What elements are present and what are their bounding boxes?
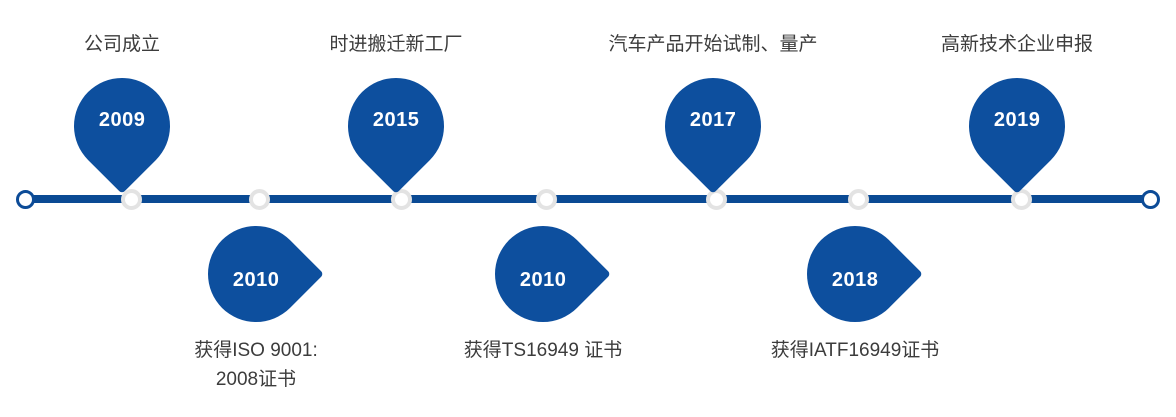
timeline-node[interactable]	[536, 189, 557, 210]
milestone-year: 2010	[519, 269, 567, 291]
milestone-year: 2010	[232, 269, 280, 291]
milestone-year: 2015	[372, 109, 420, 131]
milestone-year: 2019	[993, 109, 1041, 131]
milestone-label: 高新技术企业申报	[940, 34, 1094, 55]
milestone-year: 2009	[98, 109, 146, 131]
milestone-label: 获得IATF16949证书	[770, 340, 940, 361]
milestone-label: 汽车产品开始试制、量产	[608, 34, 818, 55]
milestone-pin[interactable]: 2019	[949, 58, 1085, 194]
milestone-year: 2017	[689, 109, 737, 131]
milestone-pin[interactable]: 2017	[645, 58, 781, 194]
timeline-node[interactable]	[249, 189, 270, 210]
timeline-node[interactable]	[391, 189, 412, 210]
milestone-pin[interactable]: 2010	[188, 206, 324, 342]
timeline-node[interactable]	[121, 189, 142, 210]
timeline-axis-line	[25, 195, 1151, 203]
milestone-pin[interactable]: 2010	[475, 206, 611, 342]
milestone-year: 2018	[831, 269, 879, 291]
timeline-node[interactable]	[848, 189, 869, 210]
milestone-pin[interactable]: 2009	[54, 58, 190, 194]
milestone-label: 获得TS16949 证书	[463, 340, 623, 361]
milestone-label: 获得ISO 9001: 2008证书	[194, 340, 318, 390]
timeline-start-endpoint	[16, 190, 35, 209]
timeline-node[interactable]	[706, 189, 727, 210]
milestone-pin[interactable]: 2015	[328, 58, 464, 194]
milestone-label: 时进搬迁新工厂	[329, 34, 463, 55]
milestone-label: 公司成立	[83, 34, 161, 55]
timeline-node[interactable]	[1011, 189, 1032, 210]
milestone-pin[interactable]: 2018	[787, 206, 923, 342]
timeline-end-endpoint	[1141, 190, 1160, 209]
